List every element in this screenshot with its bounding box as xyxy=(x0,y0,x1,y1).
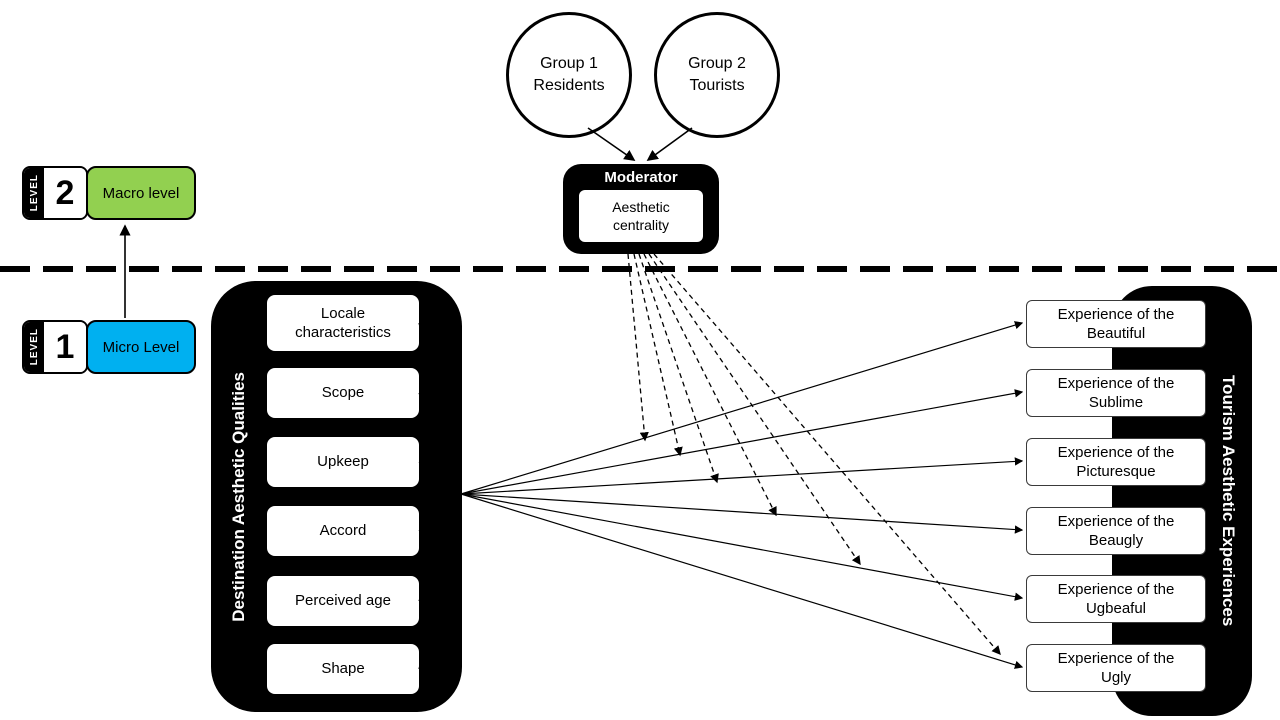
level-2-tabgroup: LEVEL 2 xyxy=(22,166,88,220)
quality-perceived-age: Perceived age xyxy=(267,576,419,626)
experience-picturesque: Experience of the Picturesque xyxy=(1026,438,1206,486)
quality-upkeep: Upkeep xyxy=(267,437,419,487)
quality-shape: Shape xyxy=(267,644,419,694)
experience-beautiful: Experience of the Beautiful xyxy=(1026,300,1206,348)
level-1-number: 1 xyxy=(44,322,86,372)
level-1-label-box: Micro Level xyxy=(86,320,196,374)
level-2-tab-label: LEVEL xyxy=(28,174,40,212)
quality-accord: Accord xyxy=(267,506,419,556)
moderator-title: Moderator xyxy=(604,169,678,186)
experience-ugly: Experience of the Ugly xyxy=(1026,644,1206,692)
left-panel-title: Destination Aesthetic Qualities xyxy=(213,281,265,712)
right-panel-title-text: Tourism Aesthetic Experiences xyxy=(1219,375,1238,627)
left-panel-title-text: Destination Aesthetic Qualities xyxy=(229,371,248,622)
quality-scope: Scope xyxy=(267,368,419,418)
level-2-number: 2 xyxy=(44,168,86,218)
level-2-tab: LEVEL xyxy=(24,168,44,218)
group1-residents-circle: Group 1 Residents xyxy=(506,12,632,138)
experience-ugbeaful: Experience of the Ugbeaful xyxy=(1026,575,1206,623)
aesthetic-centrality-box: Aesthetic centrality xyxy=(579,190,703,242)
level-2-label-box: Macro level xyxy=(86,166,196,220)
level-1-badge: LEVEL 1 Micro Level xyxy=(22,320,196,374)
quality-locale-characteristics: Locale characteristics xyxy=(267,295,419,351)
level-1-tab: LEVEL xyxy=(24,322,44,372)
level-1-tabgroup: LEVEL 1 xyxy=(22,320,88,374)
level-2-badge: LEVEL 2 Macro level xyxy=(22,166,196,220)
group2-tourists-circle: Group 2 Tourists xyxy=(654,12,780,138)
level-1-tab-label: LEVEL xyxy=(28,328,40,366)
right-panel-title: Tourism Aesthetic Experiences xyxy=(1204,286,1252,716)
moderator-box: Moderator Aesthetic centrality xyxy=(563,164,719,254)
experience-beaugly: Experience of the Beaugly xyxy=(1026,507,1206,555)
experience-sublime: Experience of the Sublime xyxy=(1026,369,1206,417)
